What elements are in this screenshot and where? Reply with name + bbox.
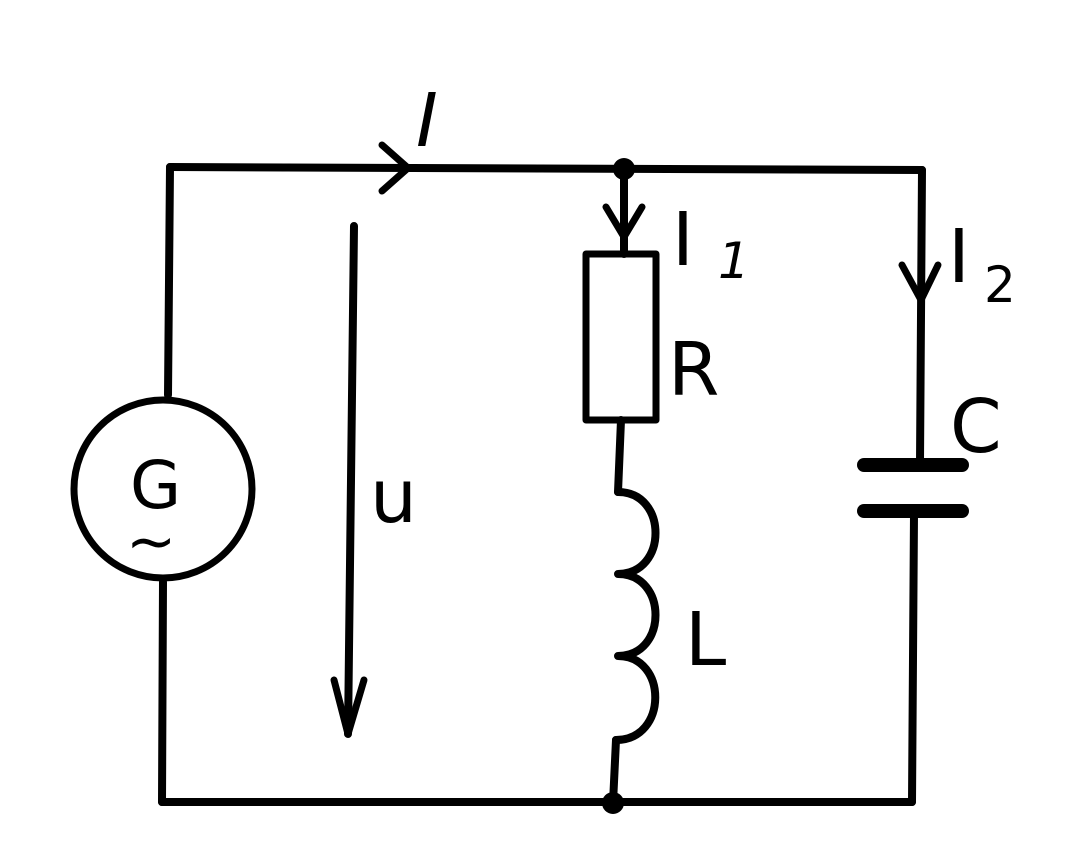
- left-wire-upper: [164, 163, 174, 399]
- label-resistor: R: [668, 327, 719, 413]
- label-current-branch2: I: [948, 214, 970, 300]
- generator-symbol: [70, 396, 256, 582]
- label-current-branch2-sub: 2: [984, 256, 1016, 314]
- label-voltage: u: [370, 454, 417, 540]
- voltage-arrow-head: [330, 676, 368, 738]
- resistor-symbol: [582, 250, 660, 424]
- branch1-wire-bottom: [609, 736, 620, 807]
- left-wire-lower: [158, 578, 167, 806]
- current-arrow-branch2: [898, 261, 942, 304]
- inductor-symbol: [612, 488, 660, 744]
- right-wire-upper: [916, 166, 926, 466]
- current-arrow-branch1: [602, 203, 646, 241]
- right-wire-lower: [908, 510, 918, 806]
- label-current-total: I: [416, 78, 438, 164]
- top-wire: [166, 163, 926, 174]
- label-current-branch1-sub: 1: [718, 232, 750, 290]
- label-current-branch1: I: [672, 197, 694, 283]
- voltage-arrow-shaft: [344, 222, 358, 738]
- label-capacitor: C: [950, 384, 1002, 470]
- branch1-wire-mid: [614, 416, 625, 496]
- current-arrow-total: [378, 141, 412, 195]
- label-inductor: L: [685, 597, 726, 683]
- generator-ac-symbol: ~: [126, 507, 176, 577]
- generator-label: G: [130, 447, 181, 524]
